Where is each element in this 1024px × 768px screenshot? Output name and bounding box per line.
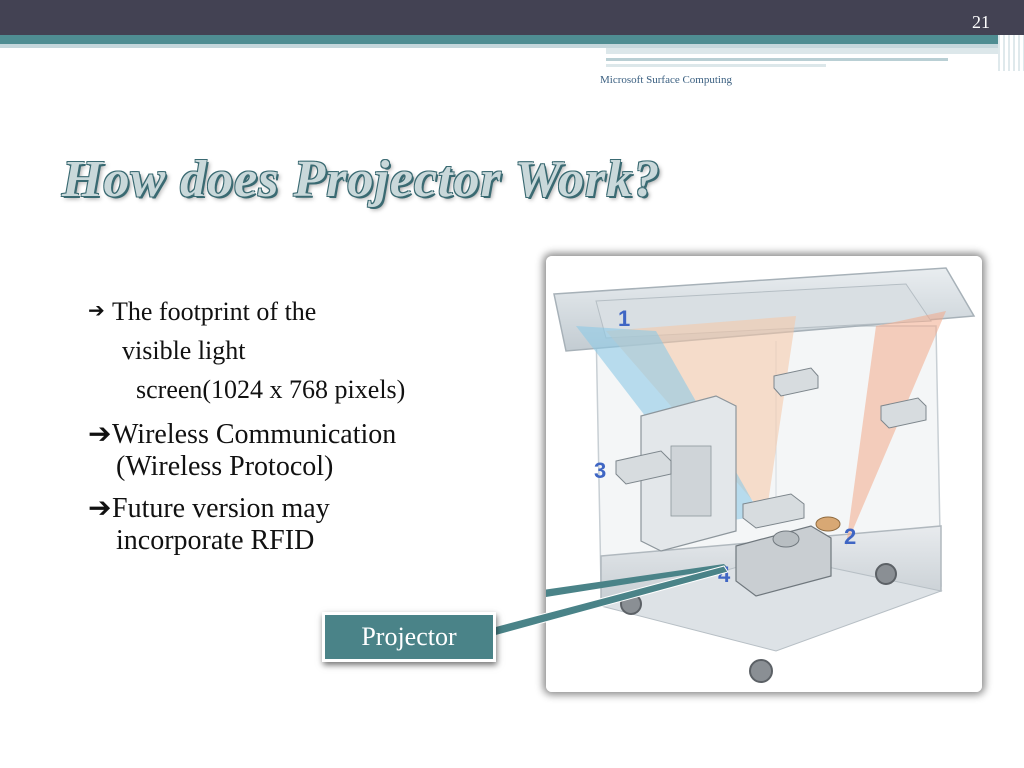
arrow-right-icon: ➔ [88,493,112,524]
bullet-line: Future version may [112,493,330,524]
diagram-label: 3 [594,458,606,483]
slide-title: How does Projector Work? [62,151,661,208]
bullet-list: ➔ The footprint of the visible light scr… [88,292,518,557]
bullet-line: incorporate RFID [116,525,315,556]
header-subtitle: Microsoft Surface Computing [600,74,732,86]
bullet-item: ➔ Future version may incorporate RFID [88,493,518,557]
diagram-label: 1 [618,306,630,331]
diagram-label: 2 [844,524,856,549]
surface-diagram: 1 2 3 4 [546,256,982,692]
decor-stripe [606,58,948,61]
decor-stripe [606,64,826,67]
top-bar [0,0,1024,35]
arrow-right-icon: ➔ [88,419,112,450]
diagram-label: 4 [718,562,731,587]
bullet-item: ➔ The footprint of the visible light scr… [88,292,518,409]
surface-diagram-illustration: 1 2 3 4 [546,256,982,692]
bullet-line: Wireless Communication [112,419,397,450]
slide-number: 21 [972,12,990,32]
arrow-right-icon: ➔ [88,300,105,322]
accent-stripe [0,35,1024,44]
decor-stripe [606,48,1024,54]
decor-vertical-lines [998,35,1024,71]
bullet-line: (Wireless Protocol) [116,451,334,482]
accent-stripe-light [0,44,1024,48]
bullet-line: The footprint of the [112,297,317,326]
bullet-item: ➔ Wireless Communication (Wireless Proto… [88,419,518,483]
bullet-line: visible light [122,336,246,365]
bullet-line: screen(1024 x 768 pixels) [136,375,406,404]
projector-callout-label: Projector [322,612,496,662]
projector-callout: Projector [322,612,496,662]
